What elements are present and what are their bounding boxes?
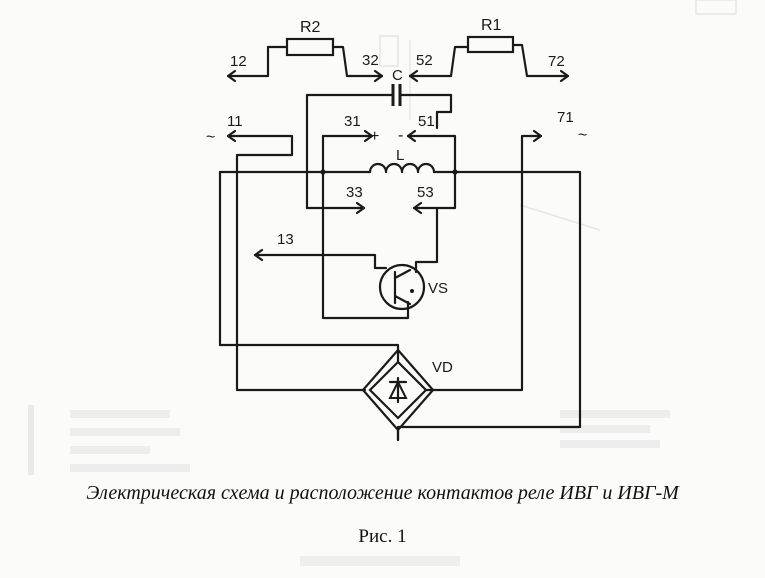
plus-symbol: + <box>370 128 379 145</box>
thyristor-branch <box>253 170 457 320</box>
terminal-33: 33 <box>346 184 363 201</box>
label-vd: VD <box>432 359 453 376</box>
diode-bridge-vd <box>361 348 435 442</box>
terminal-13: 13 <box>277 231 294 248</box>
figure-caption-title: Электрическая схема и расположение конта… <box>86 482 679 504</box>
r1-resistor <box>466 35 515 54</box>
capacitor-branch <box>305 84 453 210</box>
label-l: L <box>396 147 404 164</box>
ac-symbol-left: ~ <box>206 129 215 146</box>
terminal-51: 51 <box>418 113 435 130</box>
thyristor-vs <box>378 263 426 311</box>
terminal-11: 11 <box>227 113 243 130</box>
label-r1: R1 <box>481 17 502 34</box>
inductor-coil <box>368 162 436 174</box>
terminal-31: 31 <box>344 113 361 130</box>
terminal-12: 12 <box>230 53 247 70</box>
label-r2: R2 <box>300 19 321 36</box>
r2-resistor <box>285 37 335 57</box>
polarity-symbols: ~ ~ + - <box>206 127 587 146</box>
label-c: C <box>392 67 403 84</box>
terminal-32: 32 <box>362 52 379 69</box>
terminal-72: 72 <box>548 53 565 70</box>
inductor-branch <box>218 129 582 442</box>
terminal-labels: 12 32 52 72 11 31 51 71 33 53 13 <box>227 52 574 248</box>
terminal-71: 71 <box>557 109 574 126</box>
r1-branch <box>408 35 570 83</box>
terminal-52: 52 <box>416 52 433 69</box>
ac-input-branch <box>226 129 543 392</box>
bleed-through-artifacts <box>28 0 737 566</box>
ac-symbol-right: ~ <box>578 127 587 144</box>
minus-symbol: - <box>398 127 403 144</box>
label-vs: VS <box>428 280 448 297</box>
terminal-53: 53 <box>417 184 434 201</box>
component-labels: R2 R1 C L VS VD <box>300 17 502 376</box>
r2-branch <box>226 37 384 83</box>
figure-number: Рис. 1 <box>358 526 407 547</box>
